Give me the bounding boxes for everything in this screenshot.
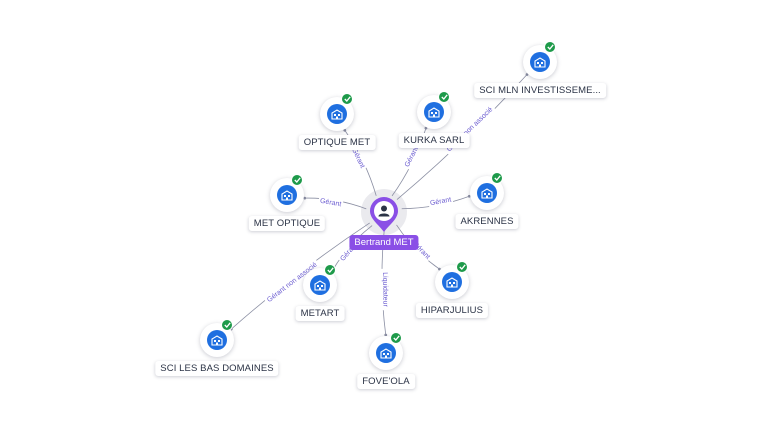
verified-check-icon bbox=[438, 91, 450, 103]
edge-end-marker bbox=[384, 333, 388, 337]
building-icon bbox=[376, 343, 396, 363]
edge-end-marker bbox=[343, 128, 347, 132]
building-icon bbox=[327, 104, 347, 124]
verified-check-icon bbox=[456, 261, 468, 273]
verified-check-icon bbox=[491, 172, 503, 184]
verified-check-icon bbox=[544, 41, 556, 53]
verified-check-icon bbox=[324, 264, 336, 276]
edge-end-marker bbox=[467, 194, 471, 198]
company-node-label: SCI LES BAS DOMAINES bbox=[155, 361, 279, 376]
company-node-bubble[interactable] bbox=[369, 332, 403, 370]
company-node-label: FOVE'OLA bbox=[357, 374, 415, 389]
company-node-bubble[interactable] bbox=[200, 319, 234, 357]
building-icon bbox=[442, 272, 462, 292]
company-node-label: AKRENNES bbox=[455, 214, 519, 229]
edge-label-kurka-sarl: Gérant bbox=[404, 146, 420, 168]
company-node-label: METART bbox=[295, 306, 345, 321]
company-node-label: KURKA SARL bbox=[398, 133, 470, 148]
edge-label-optique-met: Gérant bbox=[350, 147, 366, 169]
building-icon bbox=[277, 185, 297, 205]
company-node-bubble[interactable] bbox=[303, 264, 337, 302]
edge-label-met-optique: Gérant bbox=[319, 198, 341, 209]
edge-label-bg bbox=[263, 258, 321, 306]
edge-end-marker bbox=[303, 196, 307, 200]
company-node-bubble[interactable] bbox=[270, 174, 304, 212]
center-person-label: Bertrand MET bbox=[349, 235, 419, 250]
company-node-bubble[interactable] bbox=[435, 261, 469, 299]
company-node-label: MET OPTIQUE bbox=[248, 216, 326, 231]
building-icon bbox=[207, 330, 227, 350]
building-icon bbox=[310, 275, 330, 295]
company-node-bubble[interactable] bbox=[523, 41, 557, 79]
building-icon bbox=[424, 102, 444, 122]
verified-check-icon bbox=[390, 332, 402, 344]
company-node-bubble[interactable] bbox=[320, 93, 354, 131]
person-pin-icon bbox=[370, 197, 398, 232]
company-node-label: OPTIQUE MET bbox=[298, 135, 376, 150]
verified-check-icon bbox=[221, 319, 233, 331]
edge-label-bg bbox=[380, 268, 390, 311]
edge-label-fove-ola: Liquidateur bbox=[381, 272, 389, 307]
company-node-bubble[interactable] bbox=[417, 91, 451, 129]
company-node-label: HIPARJULIUS bbox=[415, 303, 489, 318]
edge-label-bg bbox=[348, 145, 368, 172]
company-node-bubble[interactable] bbox=[470, 172, 504, 210]
verified-check-icon bbox=[291, 174, 303, 186]
verified-check-icon bbox=[341, 93, 353, 105]
edge-label-bg bbox=[427, 194, 454, 209]
edge-label-bg bbox=[317, 196, 344, 210]
building-icon bbox=[477, 183, 497, 203]
building-icon bbox=[530, 52, 550, 72]
company-node-label: SCI MLN INVESTISSEME... bbox=[474, 83, 606, 98]
edge-label-akrennes: Gérant bbox=[430, 196, 452, 207]
edge-label-bg bbox=[402, 144, 421, 170]
